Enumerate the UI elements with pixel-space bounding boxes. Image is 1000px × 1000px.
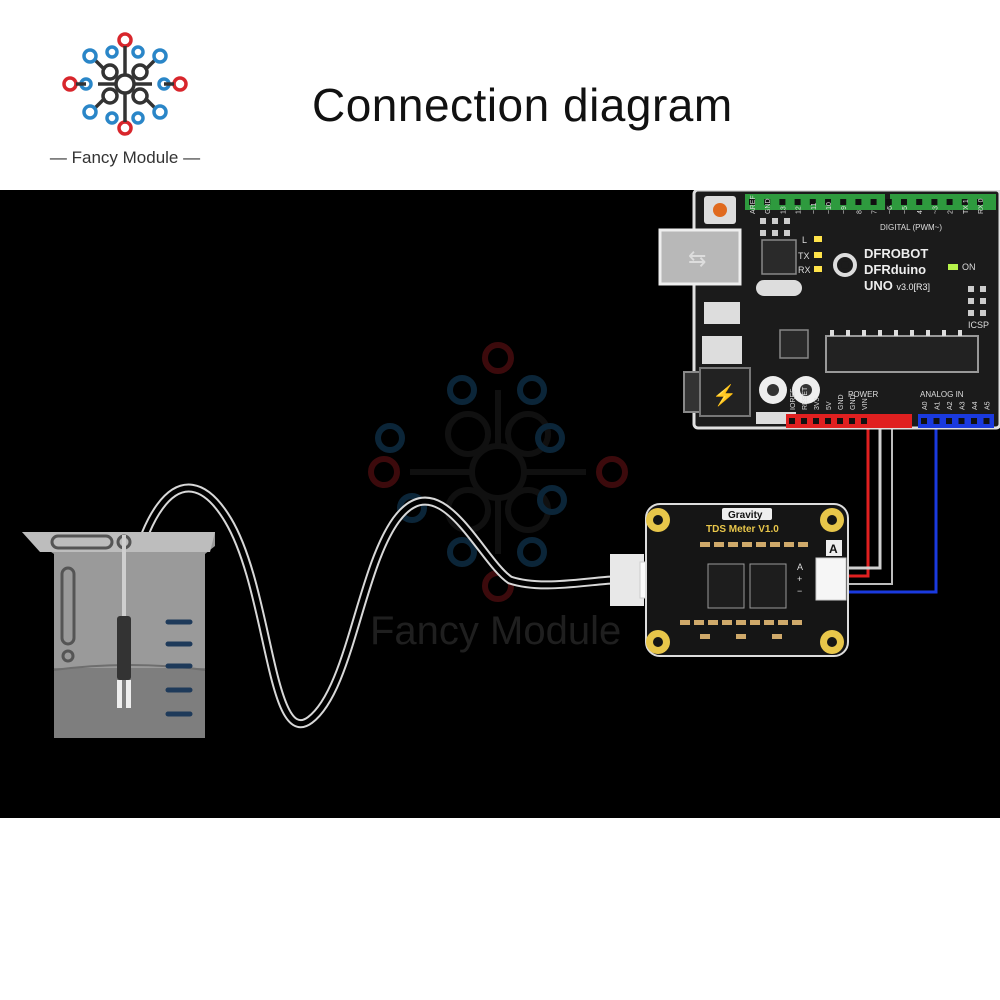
icsp-label: ICSP bbox=[968, 320, 989, 330]
power-pin-hole bbox=[813, 418, 819, 424]
digital-pin-hole bbox=[855, 199, 862, 205]
analog-pin-hole bbox=[933, 418, 940, 424]
wire-5v bbox=[846, 420, 870, 578]
tds-probe bbox=[117, 535, 131, 708]
analog-pin-hole bbox=[983, 418, 990, 424]
analog-pin-hole bbox=[958, 418, 965, 424]
digital-pin-label: ~11 bbox=[811, 203, 818, 214]
analog-pin-label: A3 bbox=[960, 401, 967, 410]
module-pin-a: A bbox=[797, 562, 803, 572]
digital-pin-hole bbox=[977, 199, 983, 205]
power-pin-hole bbox=[861, 418, 867, 424]
digital-pin-label: 12 bbox=[796, 206, 803, 214]
power-label: POWER bbox=[848, 390, 878, 399]
digital-pin-label: 7 bbox=[872, 210, 879, 214]
digital-pin-label: ~9 bbox=[841, 206, 848, 214]
digital-pin-hole bbox=[764, 199, 771, 205]
digital-pin-label: ~5 bbox=[902, 206, 909, 214]
gear-icon bbox=[833, 253, 857, 277]
on-label: ON bbox=[962, 262, 976, 272]
digital-pin-hole bbox=[779, 199, 786, 205]
power-pin-label: IOREF bbox=[790, 389, 797, 410]
digital-pin-label: 8 bbox=[856, 210, 863, 214]
board-brand: DFROBOT bbox=[864, 246, 928, 261]
board-version: UNO v3.0[R3] bbox=[864, 278, 930, 293]
power-pin-label: 5V bbox=[826, 401, 833, 410]
digital-pin-label: ~3 bbox=[932, 206, 939, 214]
svg-text:⇆: ⇆ bbox=[688, 246, 706, 271]
digital-pin-hole bbox=[840, 199, 847, 205]
wire-signal-a1 bbox=[846, 420, 938, 594]
analog-pin-hole bbox=[921, 418, 927, 424]
power-pin-hole bbox=[825, 418, 831, 424]
module-pin-minus: − bbox=[797, 586, 802, 596]
wire-gnd-2 bbox=[846, 420, 893, 585]
diagram-canvas: Fancy Module bbox=[0, 190, 1000, 818]
svg-text:⚡: ⚡ bbox=[712, 383, 737, 407]
digital-pin-label: ~6 bbox=[887, 206, 894, 214]
digital-pin-hole bbox=[870, 199, 877, 205]
power-pin-hole bbox=[801, 418, 807, 424]
power-pin-hole bbox=[849, 418, 855, 424]
power-pin-label: RESET bbox=[802, 386, 809, 410]
digital-pin-label: RX 0 bbox=[978, 198, 985, 214]
analog-pin-label: A0 bbox=[922, 401, 929, 410]
power-pin-label: VIN bbox=[862, 398, 869, 410]
led-label-tx: TX bbox=[798, 251, 810, 261]
digital-label: DIGITAL (PWM~) bbox=[880, 223, 942, 232]
digital-pin-label: 4 bbox=[917, 210, 924, 214]
digital-pin-hole bbox=[901, 199, 907, 205]
digital-pin-label: 2 bbox=[948, 210, 955, 214]
connector-label: A bbox=[829, 542, 838, 556]
arduino-board: ⇆ ⚡ bbox=[658, 190, 1000, 430]
tds-meter-module: Gravity TDS Meter V1.0 A A + − bbox=[610, 503, 849, 657]
digital-pin-hole bbox=[825, 199, 831, 205]
digital-pin-label: TX 1 bbox=[963, 199, 970, 214]
board-model: DFRduino bbox=[864, 262, 926, 277]
page-title: Connection diagram bbox=[312, 79, 733, 131]
power-pin-hole bbox=[837, 418, 843, 424]
analog-pin-hole bbox=[971, 418, 977, 424]
circuit-logo-icon bbox=[62, 32, 188, 136]
digital-pin-hole bbox=[916, 199, 923, 205]
digital-pin-hole bbox=[749, 199, 755, 205]
power-pin-label: 3V3 bbox=[814, 397, 821, 410]
analog-pin-label: A5 bbox=[985, 401, 992, 410]
power-pin-label: GND bbox=[850, 394, 857, 410]
analog-pin-hole bbox=[946, 418, 952, 424]
module-brand: Gravity bbox=[728, 510, 763, 521]
digital-pin-hole bbox=[946, 199, 953, 205]
logo-text: — Fancy Module — bbox=[49, 148, 201, 167]
analog-pin-label: A1 bbox=[935, 401, 942, 410]
module-name: TDS Meter V1.0 bbox=[706, 524, 779, 535]
digital-pin-label: ~10 bbox=[826, 202, 833, 214]
digital-pin-hole bbox=[931, 199, 938, 205]
digital-pin-hole bbox=[809, 199, 816, 205]
digital-pin-label: GND bbox=[765, 198, 772, 214]
analog-header bbox=[918, 414, 994, 428]
digital-pin-label: 13 bbox=[780, 206, 787, 214]
watermark-text: Fancy Module bbox=[370, 609, 621, 653]
led-label-rx: RX bbox=[798, 265, 811, 275]
analog-pin-label: A2 bbox=[947, 401, 954, 410]
digital-pin-hole bbox=[885, 199, 892, 205]
power-pin-label: GND bbox=[838, 394, 845, 410]
analog-label: ANALOG IN bbox=[920, 390, 964, 399]
brand-logo: — Fancy Module — bbox=[40, 28, 210, 178]
digital-pin-hole bbox=[794, 199, 801, 205]
analog-pin-label: A4 bbox=[972, 401, 979, 410]
module-pin-plus: + bbox=[797, 574, 802, 584]
digital-pin-label: AREF bbox=[750, 195, 757, 214]
watermark-logo-icon bbox=[368, 342, 628, 602]
wire-gnd-1 bbox=[846, 420, 882, 570]
digital-pin-hole bbox=[961, 199, 968, 205]
power-pin-hole bbox=[789, 418, 795, 424]
led-label-l: L bbox=[802, 235, 807, 245]
